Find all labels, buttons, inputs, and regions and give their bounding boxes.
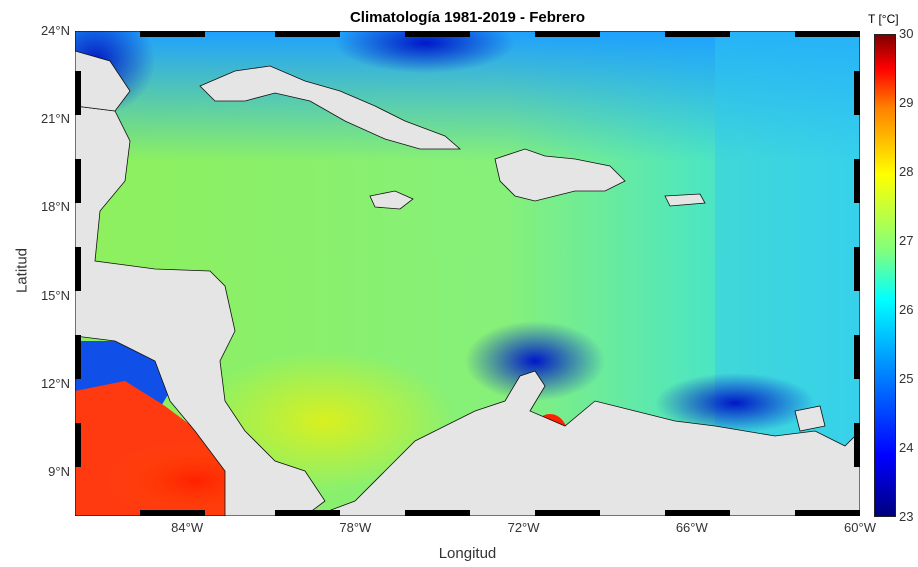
x-tick-label: 78°W (339, 520, 372, 535)
y-tick-label: 18°N (40, 199, 70, 215)
colorbar-tick-label: 27 (899, 233, 914, 248)
colorbar-tick-label: 23 (899, 509, 914, 524)
y-tick-label: 21°N (40, 111, 70, 127)
colorbar-unit: T [°C] (868, 12, 899, 26)
colorbar-tick-label: 26 (899, 302, 914, 317)
y-tick-label: 15°N (40, 287, 70, 303)
colorbar-tick-label: 30 (899, 26, 914, 41)
colorbar-tick-label: 24 (899, 440, 914, 455)
y-tick-label: 12°N (40, 375, 70, 391)
jamaica (369, 190, 414, 210)
yucatan (75, 50, 131, 112)
x-tick-label: 60°W (844, 520, 876, 535)
cold-spot-guajira (465, 321, 605, 401)
x-tick-label: 72°W (507, 520, 540, 535)
sst-map (75, 31, 860, 516)
y-axis-label: Latitud (13, 247, 31, 294)
map-title: Climatología 1981-2019 - Febrero (349, 9, 586, 26)
land (75, 50, 860, 516)
central-america (75, 105, 326, 516)
cold-spot-n (335, 31, 515, 73)
cold-spot-east (655, 373, 815, 433)
y-tick-label: 24°N (40, 23, 70, 38)
colorbar-tick-label: 25 (899, 371, 914, 386)
trinidad (794, 405, 826, 432)
x-tick-label: 66°W (675, 520, 708, 535)
colorbar (874, 34, 896, 517)
cuba (199, 65, 462, 150)
south-america (314, 370, 860, 516)
puerto-rico (664, 193, 706, 207)
y-tick-label: 9°N (48, 463, 70, 479)
colorbar-tick-label: 29 (899, 95, 914, 110)
colorbar-tick-label: 28 (899, 164, 914, 179)
map-frame (75, 31, 860, 516)
hispaniola (494, 148, 626, 202)
x-axis-label: Longitud (438, 545, 497, 562)
x-tick-label: 84°W (171, 520, 204, 535)
